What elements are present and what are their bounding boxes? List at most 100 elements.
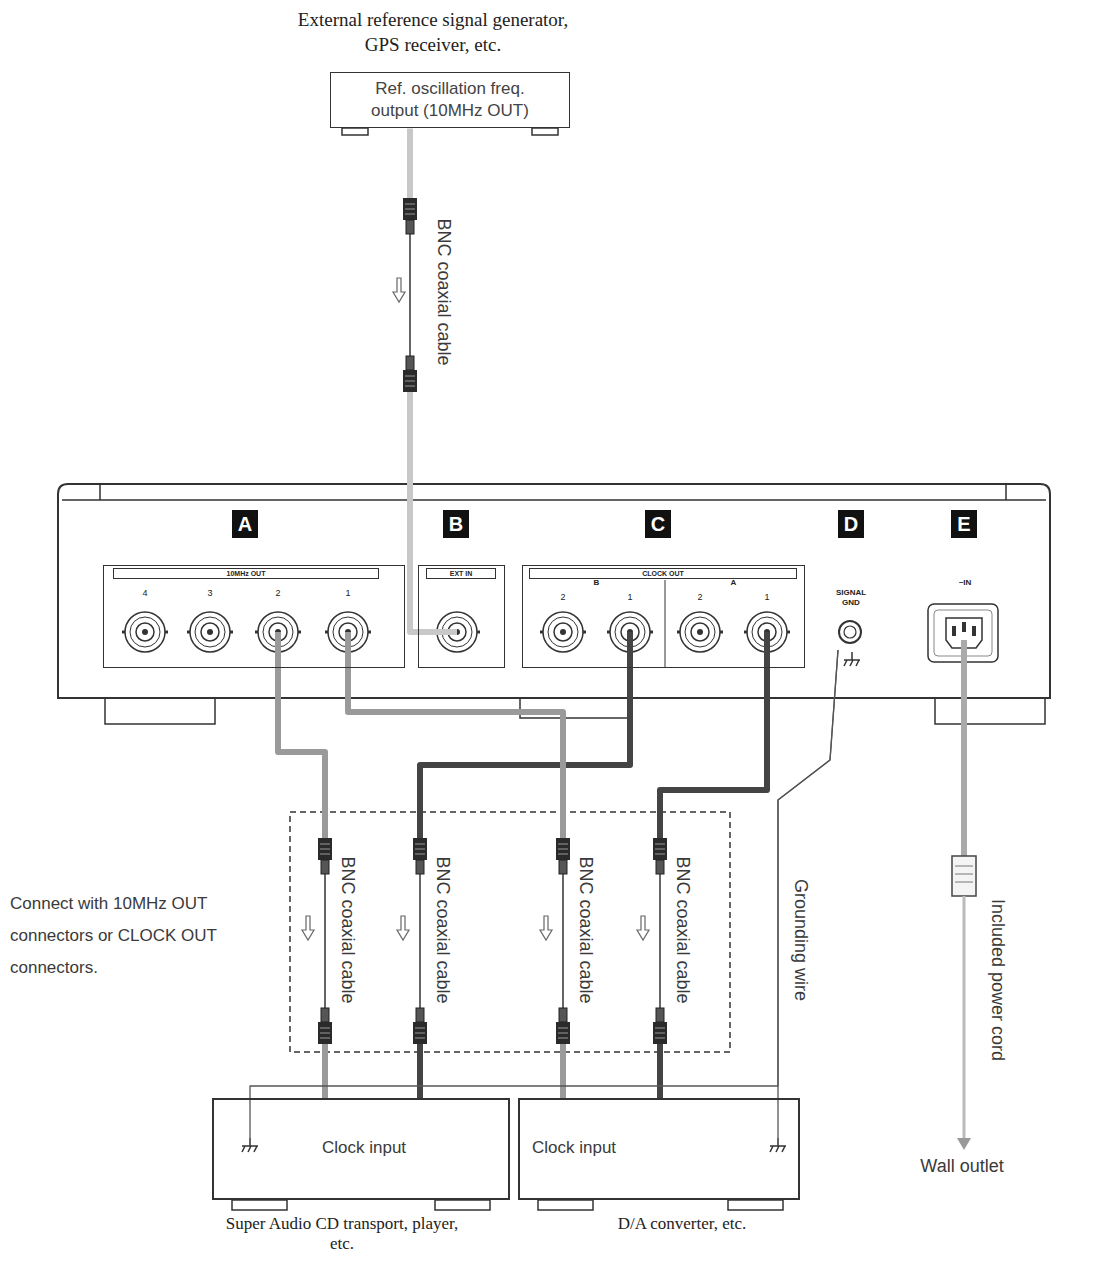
direction-arrow [393, 278, 405, 302]
bnc-connector: 2 [678, 592, 722, 654]
number-holder: 1 [326, 588, 370, 599]
panel-section: C CLOCK OUTB 2 1 A 2 1 [522, 508, 805, 668]
cord-label: Wall outlet [920, 1156, 1003, 1176]
device-foot [538, 1200, 593, 1210]
edge-label-holder: BNC coaxial cable [575, 856, 596, 1003]
plug-neck [559, 860, 567, 874]
group-label-holder: B [530, 578, 663, 588]
cable-stub [275, 632, 281, 655]
bnc-jack [540, 612, 586, 652]
bnc-plug [556, 1022, 570, 1044]
plug-ridges [405, 376, 415, 386]
letter-holder: B [443, 510, 469, 538]
plug-ridges [415, 1028, 425, 1038]
inlet-pin [962, 622, 966, 632]
header-bar: 10MHz OUT [113, 568, 379, 579]
panel-foot [935, 696, 1045, 724]
panel-frame [62, 484, 1046, 500]
cable-group [348, 654, 570, 1098]
plug-neck [406, 356, 414, 370]
bnc-cable [420, 654, 630, 1098]
bnc-jack [187, 612, 233, 652]
instruction-note: Connect with 10MHz OUT connectors or CLO… [10, 894, 217, 977]
input-label-holder: Clock input [322, 1138, 406, 1158]
header-bar: EXT IN [426, 568, 496, 579]
edge-label-holder: BNC coaxial cable [432, 856, 453, 1003]
cable-gap [559, 874, 568, 1008]
cable-stub [345, 632, 351, 655]
edge-label-holder: BNC coaxial cable [672, 856, 693, 1003]
output-label: Ref. oscillation freq. output (10MHz OUT… [371, 79, 529, 119]
cable-group [778, 650, 838, 1098]
edge-label-holder: Grounding wire [790, 879, 811, 1001]
panel-section: E ~IN [935, 508, 995, 594]
connector-number: 3 [207, 588, 212, 598]
bnc-jack [122, 612, 168, 652]
audio-device: Clock inputD/A converter, etc. [518, 1098, 800, 1200]
power-plug [955, 866, 973, 882]
bnc-connector: 1 [745, 592, 789, 654]
bnc-connector: 4 [123, 588, 167, 654]
cable-stub [764, 632, 770, 655]
terminal-label-holder: ~IN [935, 578, 995, 588]
cable-group [393, 128, 418, 632]
grounding-wire [778, 650, 838, 1098]
ground-drop [777, 1098, 778, 1138]
section-frame: EXT IN [418, 565, 505, 668]
section-letter: D [838, 510, 864, 538]
cable-gap [656, 874, 665, 1008]
input-label: Clock input [532, 1138, 616, 1157]
bnc-connector: 1 [326, 588, 370, 654]
plug-neck [656, 1008, 664, 1022]
label-holder: Included power cord [987, 899, 1008, 1061]
group-label: A [667, 578, 800, 588]
bnc-plug [318, 838, 332, 860]
letter-holder: C [645, 510, 671, 538]
thin-cable [324, 874, 326, 1008]
device-foot [232, 1200, 287, 1210]
bnc-plug [413, 1022, 427, 1044]
connector-number: 2 [275, 588, 280, 598]
caption-holder: Super Audio CD transport, player, etc. [212, 1214, 472, 1253]
number-holder: 2 [541, 592, 585, 603]
plug-neck [321, 860, 329, 874]
panel-section: B EXT IN [418, 508, 505, 668]
bnc-connector: 3 [188, 588, 232, 654]
number-holder: 2 [256, 588, 300, 599]
bnc-plug [403, 198, 417, 220]
cable-gap [406, 234, 415, 356]
device-box: Ref. oscillation freq. output (10MHz OUT… [330, 72, 570, 128]
bnc-plug [403, 370, 417, 392]
power-cord [961, 640, 967, 856]
connector-number: 1 [345, 588, 350, 598]
connector-group: B 2 1 [530, 578, 663, 654]
plug-ridges [558, 844, 568, 854]
bnc-plug [653, 1022, 667, 1044]
power-cord [963, 896, 966, 1138]
edge-label-holder: BNC coaxial cable [433, 218, 454, 365]
section-frame: 10MHz OUT [103, 565, 405, 668]
rear-panel [58, 484, 1050, 698]
section-frame: CLOCK OUT [522, 565, 805, 668]
section-letter: C [645, 510, 671, 538]
cable-group [250, 650, 838, 1098]
input-label: Clock input [322, 1138, 406, 1157]
thin-cable [562, 874, 564, 1008]
plug-ridges [655, 1028, 665, 1038]
thin-cable [419, 874, 421, 1008]
power-plug [952, 856, 976, 896]
number-holder: 1 [608, 592, 652, 603]
cable-gap [416, 874, 425, 1008]
ground-terminal [839, 621, 861, 643]
ground-terminal [844, 626, 856, 638]
cable-label: BNC coaxial cable [576, 856, 596, 1003]
connector-number: 1 [764, 592, 769, 602]
caption-holder: D/A converter, etc. [552, 1214, 812, 1234]
panel-foot [105, 696, 215, 724]
heading-block: External reference signal generator, GPS… [293, 8, 573, 57]
letter-holder: A [232, 510, 258, 538]
bnc-plug [413, 838, 427, 860]
letter-holder: E [951, 510, 977, 538]
cord-arrow [957, 1138, 971, 1150]
